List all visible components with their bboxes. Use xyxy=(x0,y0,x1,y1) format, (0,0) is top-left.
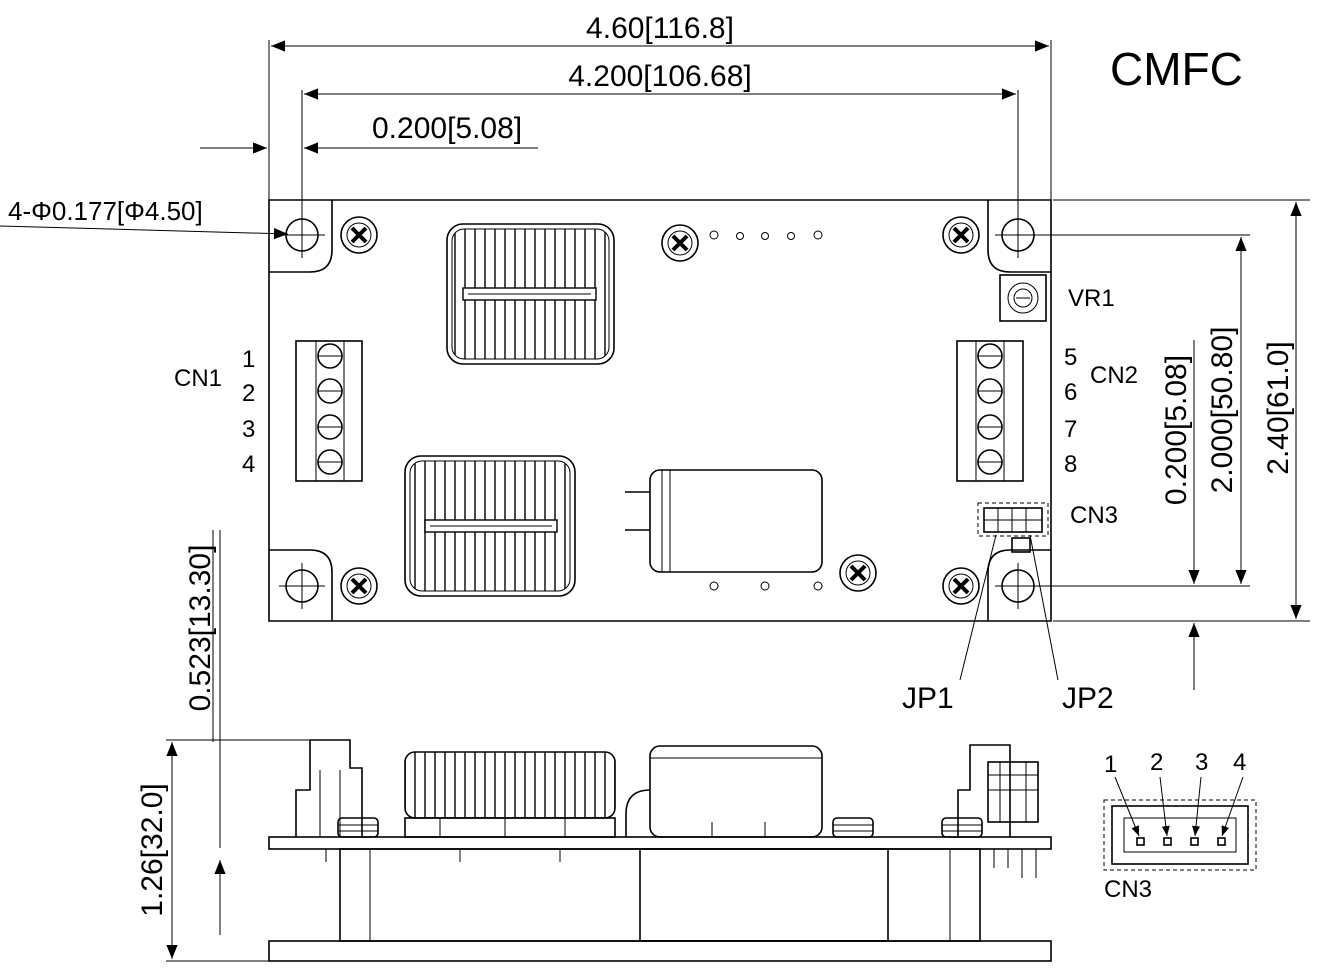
screw-icon xyxy=(340,216,378,254)
cn1-pin-1: 1 xyxy=(242,346,255,373)
cn3-detail-label: CN3 xyxy=(1104,876,1152,903)
corner-notch-tl xyxy=(269,200,333,273)
pads-bottom xyxy=(709,581,823,591)
vr1-label: VR1 xyxy=(1068,285,1115,312)
hole-spacing-x-label: 4.200[106.68] xyxy=(568,60,752,93)
cn1-terminal-block xyxy=(295,340,363,482)
cn3-connector xyxy=(977,502,1049,553)
overall-width-label: 4.60[116.8] xyxy=(586,12,734,45)
inductor-icon xyxy=(446,223,615,365)
board-side-view xyxy=(268,739,1052,962)
dimension-hole-offset-y: 0.200[5.08] xyxy=(1160,340,1200,690)
dimension-hole-spacing-x: 4.200[106.68] xyxy=(301,60,1019,230)
cn1-pin-2: 2 xyxy=(242,380,255,407)
screw-icon xyxy=(340,567,378,605)
dimension-total-height: 1.26[32.0] xyxy=(136,739,310,962)
vr1-potentiometer xyxy=(999,274,1047,322)
hole-offset-x-label: 0.200[5.08] xyxy=(372,112,522,145)
cn3-label: CN3 xyxy=(1070,502,1118,529)
corner-notch-bl xyxy=(269,549,333,621)
corner-notch-br xyxy=(987,549,1051,621)
cn1-pin-3: 3 xyxy=(242,416,255,443)
cn2-pin-8: 8 xyxy=(1064,451,1077,478)
cn1-pin-4: 4 xyxy=(242,451,255,478)
drawing-title: CMFC xyxy=(1110,43,1243,95)
cn2-pin-5: 5 xyxy=(1064,344,1077,371)
corner-notch-tr xyxy=(987,200,1051,273)
dimension-hole-spacing-y: 2.000[50.80] xyxy=(1020,234,1250,587)
cn3-detail-pin-2: 2 xyxy=(1150,749,1163,776)
dimension-overall-height: 2.40[61.0] xyxy=(1053,199,1310,622)
screw-icon xyxy=(942,567,980,605)
overall-height-label: 2.40[61.0] xyxy=(1262,341,1295,474)
cn1-label: CN1 xyxy=(174,365,222,392)
screw-icon xyxy=(839,554,877,592)
screw-icon xyxy=(661,224,699,262)
cn3-detail-pin-4: 4 xyxy=(1233,749,1246,776)
hole-diameter-label: 4-Φ0.177[Φ4.50] xyxy=(8,196,203,226)
dimension-overall-width: 4.60[116.8] xyxy=(268,12,1052,200)
dimension-hole-diameter: 4-Φ0.177[Φ4.50] xyxy=(0,196,289,240)
hole-offset-y-label: 0.200[5.08] xyxy=(1160,355,1193,505)
capacitor-icon xyxy=(625,469,823,573)
cn3-detail xyxy=(1103,776,1257,871)
screw-icon xyxy=(942,216,980,254)
dimension-component-height: 0.523[13.30] xyxy=(184,530,226,935)
cn2-label: CN2 xyxy=(1090,362,1138,389)
jp2-label: JP2 xyxy=(1062,682,1114,715)
hole-spacing-y-label: 2.000[50.80] xyxy=(1206,327,1239,494)
cn3-detail-pin-1: 1 xyxy=(1104,751,1117,778)
jp1-label: JP1 xyxy=(902,682,954,715)
cn2-pin-7: 7 xyxy=(1064,416,1077,443)
pads-top xyxy=(709,230,823,240)
total-height-label: 1.26[32.0] xyxy=(136,783,169,916)
dimension-hole-offset-x: 0.200[5.08] xyxy=(200,112,538,154)
board-top-view xyxy=(268,199,1059,681)
component-height-label: 0.523[13.30] xyxy=(184,545,217,712)
cn3-detail-pin-3: 3 xyxy=(1195,749,1208,776)
cn2-pin-6: 6 xyxy=(1064,379,1077,406)
cn2-terminal-block xyxy=(956,340,1024,482)
inductor-icon xyxy=(404,455,576,597)
